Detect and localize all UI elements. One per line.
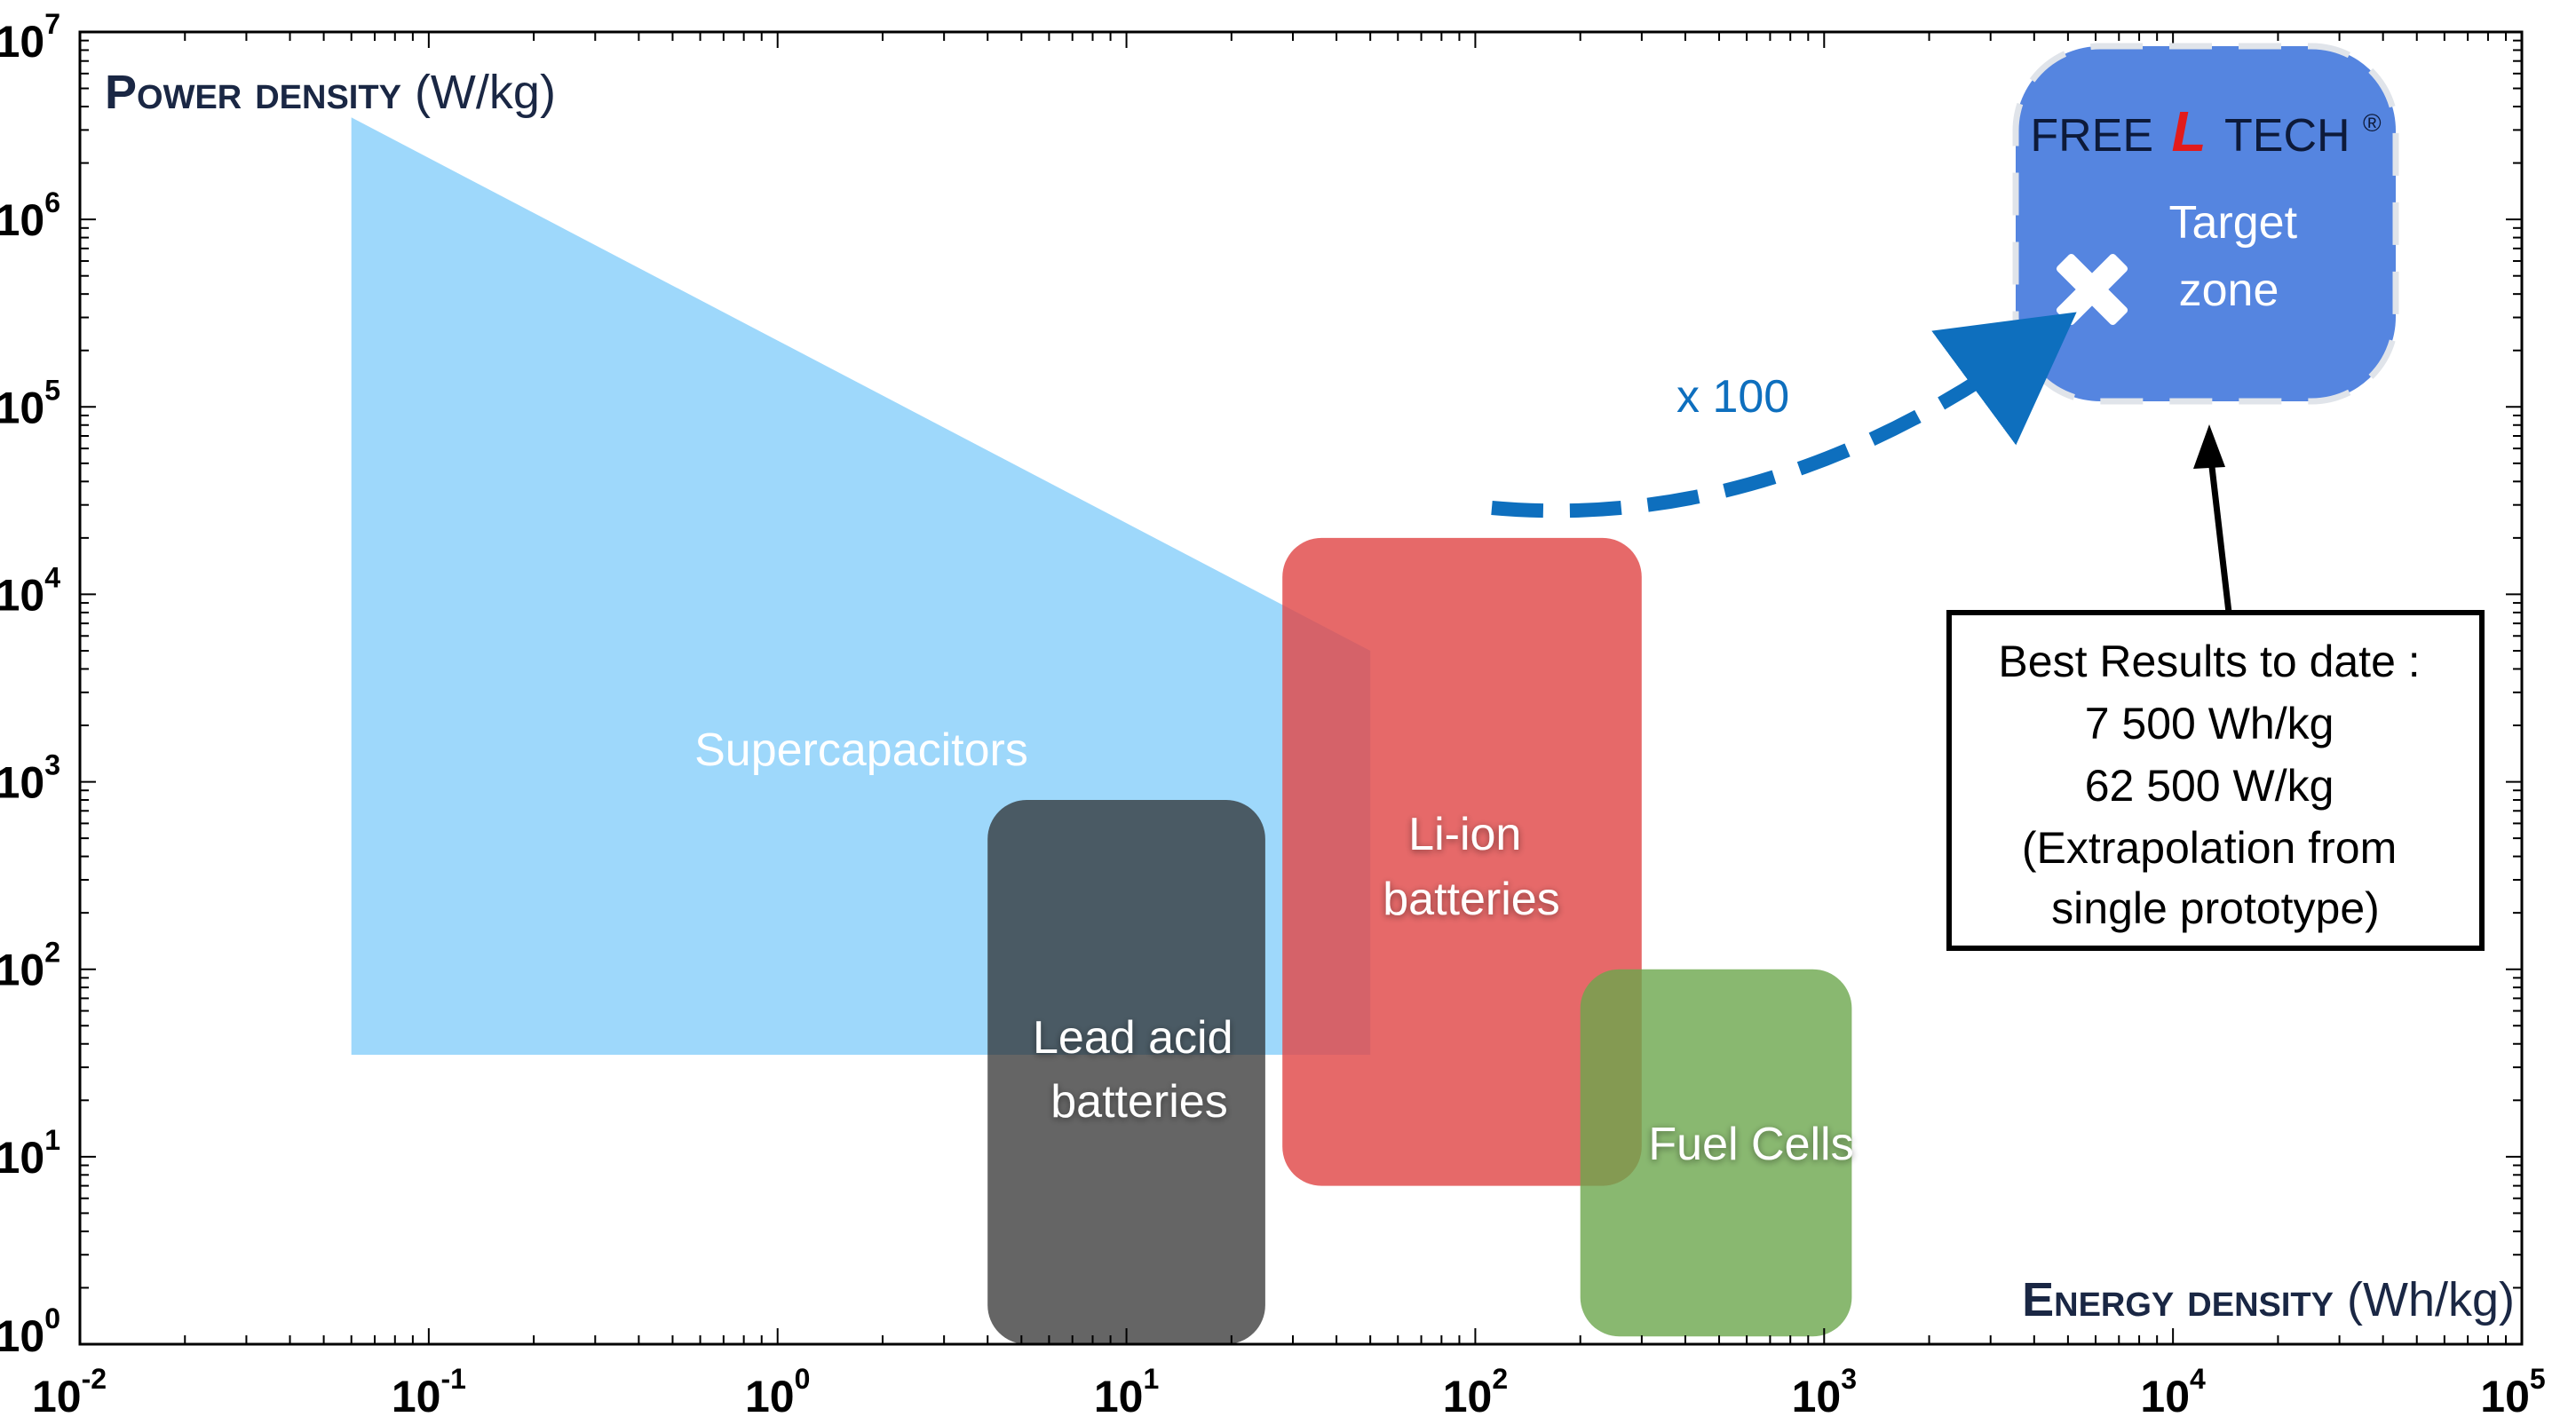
results-box-text: Best Results to date : 7 500 Wh/kg 62 50… [1998,637,2432,933]
region-li-ion [1282,537,1642,1186]
y-axis-title-unit: (W/kg) [415,66,556,119]
x-tick-label: 100 [745,1363,810,1417]
results-pointer-line [2206,443,2232,614]
results-line-4: (Extrapolation from [2022,823,2397,873]
axis-tick-labels: 10-2 10-1 100 101 102 103 104 105 100 101 102 103 10… [0,8,2546,1417]
y-tick-label: 105 [0,374,60,432]
brand-logo-letter: L [2171,99,2206,163]
region-lead-acid [987,800,1265,1344]
label-supercapacitors: Supercapacitors [694,724,1028,776]
x-tick-label: 102 [1443,1363,1508,1417]
region-labels: Supercapacitors Lead acid batteries Li-i… [694,724,1853,1170]
x-tick-label: 10-1 [392,1363,466,1417]
x-tick-label: 103 [1792,1363,1857,1417]
improvement-multiplier: x 100 [1676,371,1789,423]
y-axis-title: Power density (W/kg) [105,66,556,119]
target-marker-stroke [2056,253,2128,326]
regions-layer [351,117,1852,1344]
label-lead-acid: Lead acid batteries [1033,1012,1246,1128]
label-lead-acid-line1: Lead acid [1033,1012,1233,1064]
plot-frame [78,30,2524,1346]
y-tick-label: 107 [0,8,60,67]
label-li-ion-line1: Li-ion [1408,809,1521,860]
label-li-ion: Li-ion batteries [1383,809,1559,925]
y-tick-label: 104 [0,561,60,620]
x-axis-title-unit: (Wh/kg) [2347,1273,2515,1326]
improvement-arrow-path [1491,312,2077,519]
results-callout: Best Results to date : 7 500 Wh/kg 62 50… [1946,424,2485,951]
target-zone: FREE L TECH ® Target zone [2012,43,2399,405]
target-zone-label: Target zone [2169,197,2310,316]
label-li-ion-line2: batteries [1383,874,1559,925]
x-tick-label: 105 [2480,1363,2545,1417]
results-line-2: 7 500 Wh/kg [2085,699,2334,748]
results-line-1: Best Results to date : [1998,637,2420,686]
brand-registered-mark: ® [2363,109,2382,137]
brand-free: FREE [2030,110,2153,162]
y-tick-label: 101 [0,1124,60,1183]
label-lead-acid-line2: batteries [1050,1076,1227,1128]
results-box [1946,610,2485,951]
x-tick-label: 101 [1094,1363,1159,1417]
target-marker-cross-icon [2056,253,2128,326]
x-axis-title: Energy density (Wh/kg) [2022,1273,2515,1326]
improvement-arrow: x 100 [1491,312,2077,519]
x-axis-title-main: Energy density [2022,1273,2334,1326]
results-line-5: single prototype) [2051,883,2380,933]
axes: 10-2 10-1 100 101 102 103 104 105 100 101 102 103 10… [0,8,2546,1417]
target-zone-brand: FREE L TECH ® [2030,99,2382,163]
x-tick-label: 104 [2140,1363,2206,1417]
results-pointer-arrowhead [2193,424,2225,469]
y-tick-label: 102 [0,937,60,995]
target-zone-label-line2: zone [2179,265,2279,316]
label-fuel-cells: Fuel Cells [1648,1119,1853,1170]
region-fuel-cells [1580,969,1852,1337]
y-tick-label: 100 [0,1302,60,1361]
brand-tech: TECH [2224,110,2350,162]
y-axis-title-main: Power density [105,66,401,119]
x-tick-label: 10-2 [32,1363,107,1417]
axis-ticks [79,31,2523,1345]
y-tick-label: 103 [0,749,60,808]
target-zone-label-line1: Target [2169,197,2298,249]
y-tick-label: 106 [0,186,60,245]
results-line-3: 62 500 W/kg [2085,761,2334,811]
